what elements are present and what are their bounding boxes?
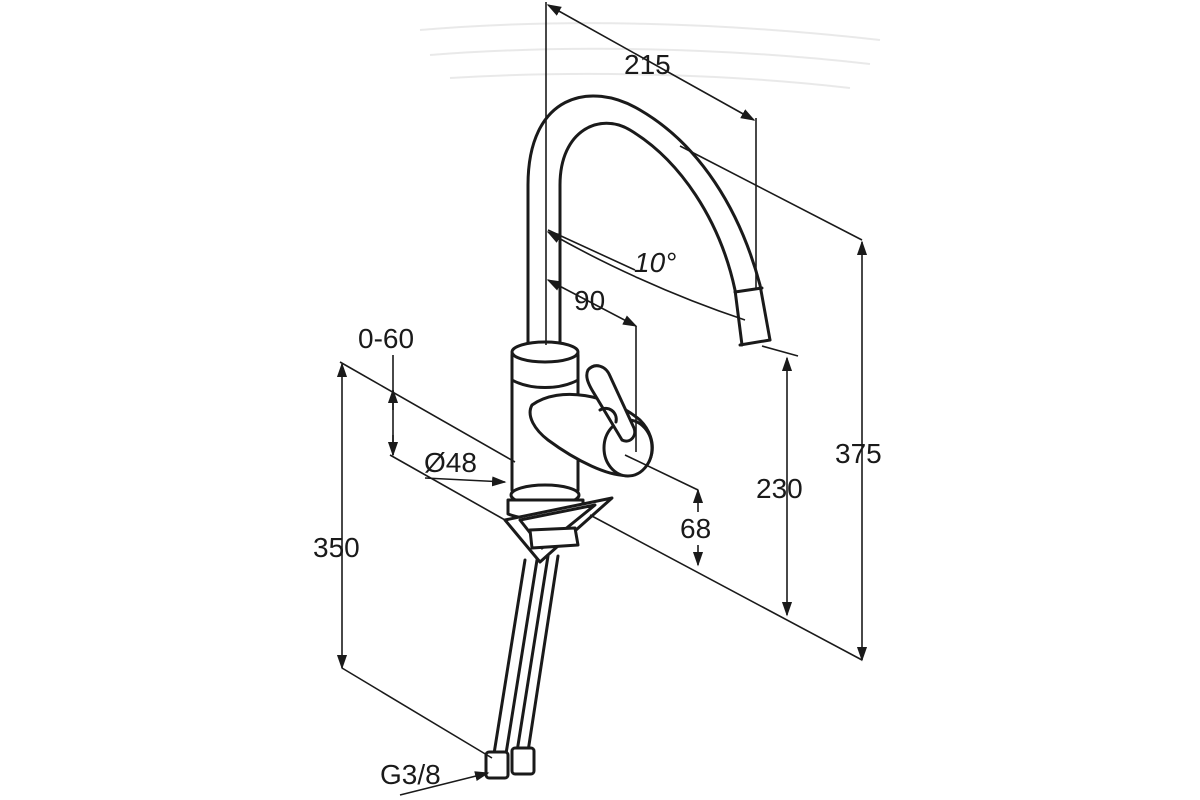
label-230: 230 (756, 473, 803, 504)
label-0-60: 0-60 (358, 323, 414, 354)
column-band (510, 378, 580, 389)
spout-inner (558, 121, 744, 350)
label-215: 215 (624, 49, 671, 80)
column-top (510, 340, 580, 364)
hose-fitting-right (510, 746, 536, 776)
handle-pivot (598, 406, 618, 424)
dimension-labels: 215 10° 90 0-60 Ø48 68 230 375 350 G3/8 (313, 49, 882, 790)
label-diameter-48: Ø48 (424, 447, 477, 478)
label-90: 90 (574, 285, 605, 316)
label-350: 350 (313, 532, 360, 563)
label-375: 375 (835, 438, 882, 469)
dimension-lines (336, 2, 868, 796)
handle-lever (585, 364, 637, 443)
hose-right-b (525, 554, 560, 760)
label-g3-8: G3/8 (380, 759, 441, 790)
label-10-degrees: 10° (634, 247, 676, 278)
label-68: 68 (680, 513, 711, 544)
spout-outer (526, 94, 772, 350)
spout-tip-ring (733, 286, 764, 294)
hose-right (514, 554, 550, 760)
hose-left (491, 558, 527, 762)
mounting-nut (528, 526, 580, 550)
faucet-body (484, 94, 772, 780)
spout-tip (738, 338, 772, 347)
hose-left-b (503, 558, 539, 762)
